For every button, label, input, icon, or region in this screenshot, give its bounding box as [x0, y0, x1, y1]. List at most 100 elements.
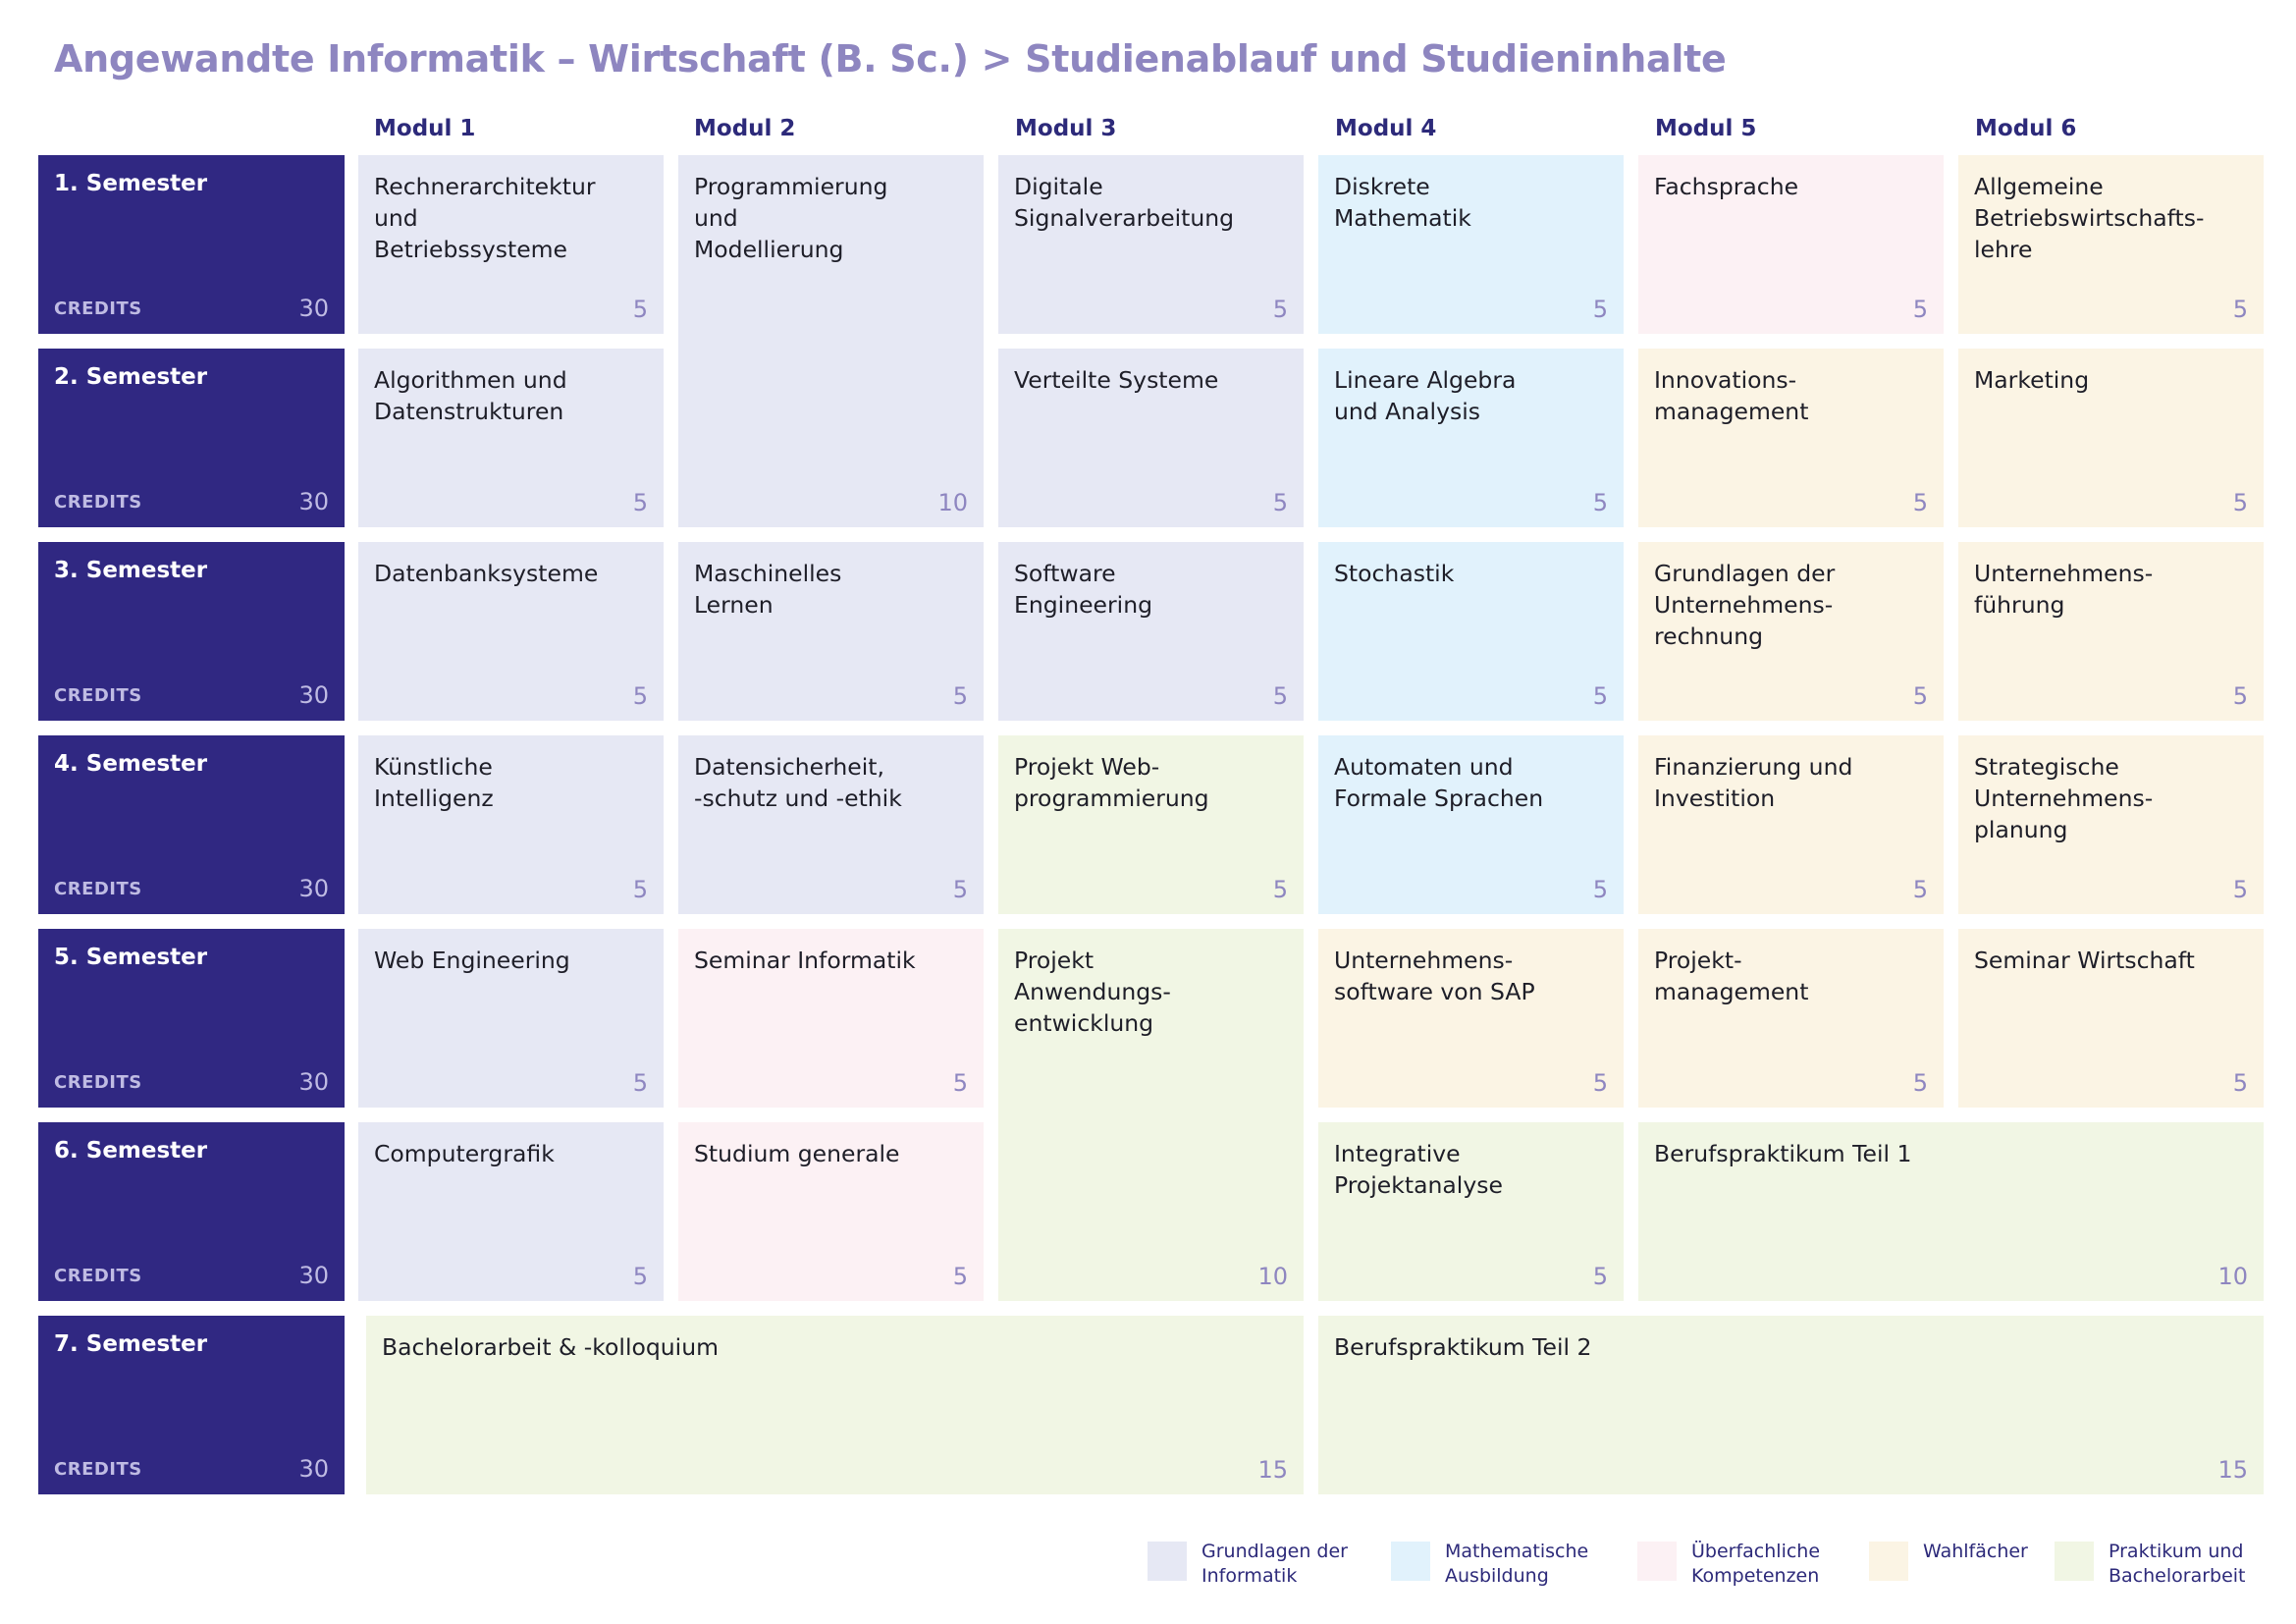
- course-cell: Berufspraktikum Teil 2 15: [1318, 1316, 2264, 1494]
- semester-credits: 30: [298, 1455, 329, 1483]
- course-cell: Bachelorarbeit & -kolloquium 15: [366, 1316, 1304, 1494]
- course-credits: 5: [1592, 489, 1608, 516]
- course-cell: Projekt- management 5: [1638, 929, 1944, 1108]
- course-name: Fachsprache: [1654, 173, 1799, 200]
- course-name: Diskrete Mathematik: [1334, 173, 1471, 232]
- semester-label: 4. Semester: [54, 751, 208, 777]
- course-name: Allgemeine Betriebswirtschafts- lehre: [1974, 173, 2205, 263]
- course-cell: Innovations- management 5: [1638, 349, 1944, 527]
- course-name: Innovations- management: [1654, 366, 1809, 425]
- course-credits: 5: [632, 489, 648, 516]
- semester-credits: 30: [298, 295, 329, 322]
- course-name: Computergrafik: [374, 1140, 555, 1167]
- legend-swatch: [1148, 1542, 1187, 1581]
- course-cell: Berufspraktikum Teil 1 10: [1638, 1122, 2264, 1301]
- course-name: Lineare Algebra und Analysis: [1334, 366, 1517, 425]
- course-name: Künstliche Intelligenz: [374, 753, 494, 812]
- semester-label: 7. Semester: [54, 1331, 208, 1357]
- course-credits: 5: [2232, 876, 2248, 903]
- course-credits: 5: [1912, 876, 1928, 903]
- course-cell: Diskrete Mathematik 5: [1318, 155, 1624, 334]
- course-name: Projekt Anwendungs- entwicklung: [1014, 947, 1171, 1037]
- course-name: Berufspraktikum Teil 1: [1654, 1140, 1912, 1167]
- module-header-5: Modul 5: [1655, 116, 1757, 141]
- semester-5: 5. Semester CREDITS 30: [38, 929, 345, 1108]
- legend-swatch: [1869, 1542, 1908, 1581]
- course-cell: Datensicherheit, -schutz und -ethik 5: [678, 735, 984, 914]
- course-credits: 5: [632, 876, 648, 903]
- course-cell: Unternehmens- software von SAP 5: [1318, 929, 1624, 1108]
- course-name: Integrative Projektanalyse: [1334, 1140, 1503, 1199]
- course-credits: 10: [1257, 1263, 1288, 1290]
- legend-label: Überfachliche Kompetenzen: [1691, 1541, 1821, 1587]
- semester-label: 3. Semester: [54, 558, 208, 583]
- course-name: Automaten und Formale Sprachen: [1334, 753, 1544, 812]
- course-credits: 5: [1592, 876, 1608, 903]
- module-header-2: Modul 2: [694, 116, 796, 141]
- course-cell: Projekt Anwendungs- entwicklung 10: [998, 929, 1304, 1301]
- course-name: Strategische Unternehmens- planung: [1974, 753, 2154, 843]
- course-name: Datenbanksysteme: [374, 560, 599, 587]
- course-credits: 5: [1912, 489, 1928, 516]
- credits-label: CREDITS: [54, 1266, 142, 1286]
- course-cell: Software Engineering 5: [998, 542, 1304, 721]
- course-name: Software Engineering: [1014, 560, 1152, 619]
- legend-label: Grundlagen der Informatik: [1201, 1541, 1348, 1587]
- course-name: Studium generale: [694, 1140, 900, 1167]
- course-cell: Web Engineering 5: [358, 929, 664, 1108]
- course-cell: Allgemeine Betriebswirtschafts- lehre 5: [1958, 155, 2264, 334]
- course-cell: Verteilte Systeme 5: [998, 349, 1304, 527]
- course-credits: 5: [1592, 296, 1608, 323]
- course-credits: 5: [952, 876, 968, 903]
- module-header-4: Modul 4: [1335, 116, 1437, 141]
- credits-label: CREDITS: [54, 298, 142, 319]
- course-cell: Maschinelles Lernen 5: [678, 542, 984, 721]
- course-name: Programmierung und Modellierung: [694, 173, 888, 263]
- course-name: Projekt Web- programmierung: [1014, 753, 1209, 812]
- module-header-3: Modul 3: [1015, 116, 1117, 141]
- course-cell: Programmierung und Modellierung 10: [678, 155, 984, 527]
- course-credits: 5: [632, 296, 648, 323]
- course-credits: 5: [1912, 1069, 1928, 1097]
- course-cell: Integrative Projektanalyse 5: [1318, 1122, 1624, 1301]
- course-name: Stochastik: [1334, 560, 1455, 587]
- semester-label: 5. Semester: [54, 945, 208, 970]
- course-name: Grundlagen der Unternehmens- rechnung: [1654, 560, 1836, 650]
- credits-label: CREDITS: [54, 685, 142, 706]
- course-cell: Digitale Signalverarbeitung 5: [998, 155, 1304, 334]
- course-credits: 5: [1592, 1069, 1608, 1097]
- course-cell: Stochastik 5: [1318, 542, 1624, 721]
- course-name: Datensicherheit, -schutz und -ethik: [694, 753, 902, 812]
- semester-label: 2. Semester: [54, 364, 208, 390]
- course-cell: Projekt Web- programmierung 5: [998, 735, 1304, 914]
- course-name: Algorithmen und Datenstrukturen: [374, 366, 567, 425]
- course-credits: 5: [2232, 489, 2248, 516]
- legend-swatch: [1391, 1542, 1430, 1581]
- course-credits: 5: [632, 1069, 648, 1097]
- course-name: Finanzierung und Investition: [1654, 753, 1853, 812]
- course-cell: Datenbanksysteme 5: [358, 542, 664, 721]
- course-cell: Automaten und Formale Sprachen 5: [1318, 735, 1624, 914]
- legend-label: Mathematische Ausbildung: [1445, 1541, 1589, 1587]
- course-name: Seminar Wirtschaft: [1974, 947, 2195, 974]
- course-cell: Unternehmens- führung 5: [1958, 542, 2264, 721]
- semester-credits: 30: [298, 1262, 329, 1289]
- course-cell: Seminar Informatik 5: [678, 929, 984, 1108]
- credits-label: CREDITS: [54, 1072, 142, 1093]
- course-cell: Studium generale 5: [678, 1122, 984, 1301]
- course-name: Unternehmens- software von SAP: [1334, 947, 1535, 1005]
- course-credits: 5: [1592, 1263, 1608, 1290]
- semester-credits: 30: [298, 875, 329, 902]
- course-credits: 10: [937, 489, 968, 516]
- course-credits: 5: [1912, 296, 1928, 323]
- page-title: Angewandte Informatik – Wirtschaft (B. S…: [54, 37, 1727, 81]
- course-credits: 5: [632, 1263, 648, 1290]
- course-name: Verteilte Systeme: [1014, 366, 1219, 394]
- course-cell: Finanzierung und Investition 5: [1638, 735, 1944, 914]
- course-credits: 5: [2232, 1069, 2248, 1097]
- course-credits: 5: [1912, 682, 1928, 710]
- course-credits: 5: [952, 1069, 968, 1097]
- course-name: Digitale Signalverarbeitung: [1014, 173, 1235, 232]
- course-name: Bachelorarbeit & -kolloquium: [382, 1333, 719, 1361]
- course-credits: 5: [952, 1263, 968, 1290]
